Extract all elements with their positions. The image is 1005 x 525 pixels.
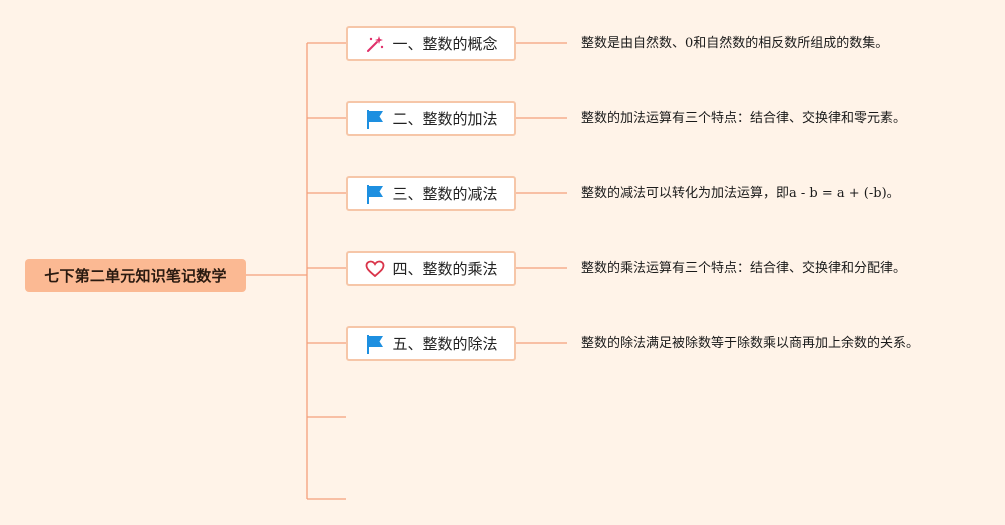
- heart-icon: [364, 258, 386, 280]
- branch-topic-3[interactable]: 三、整数的减法: [346, 176, 516, 211]
- blue-flag-icon: [364, 333, 386, 355]
- branch-note-3: 整数的减法可以转化为加法运算，即a - b = a + (-b)。: [581, 186, 900, 201]
- branch-topic-label: 四、整数的乘法: [392, 260, 498, 278]
- branch-topic-1[interactable]: 一、整数的概念: [346, 26, 516, 61]
- branch-topic-2[interactable]: 二、整数的加法: [346, 101, 516, 136]
- branch-topic-label: 三、整数的减法: [392, 185, 498, 203]
- blue-flag-icon: [364, 183, 386, 205]
- branch-note-2: 整数的加法运算有三个特点：结合律、交换律和零元素。: [581, 111, 907, 126]
- branch-note-5: 整数的除法满足被除数等于除数乘以商再加上余数的关系。: [581, 336, 920, 351]
- magic-wand-icon: [364, 33, 386, 55]
- blue-flag-icon: [364, 108, 386, 130]
- branch-note-4: 整数的乘法运算有三个特点：结合律、交换律和分配律。: [581, 261, 907, 276]
- root-topic[interactable]: 七下第二单元知识笔记数学: [25, 259, 246, 292]
- branch-topic-label: 五、整数的除法: [392, 335, 498, 353]
- branch-note-1: 整数是由自然数、0和自然数的相反数所组成的数集。: [581, 36, 889, 51]
- root-topic-label: 七下第二单元知识笔记数学: [44, 267, 227, 285]
- branch-topic-4[interactable]: 四、整数的乘法: [346, 251, 516, 286]
- branch-topic-5[interactable]: 五、整数的除法: [346, 326, 516, 361]
- branch-topic-label: 二、整数的加法: [392, 110, 498, 128]
- branch-topic-label: 一、整数的概念: [392, 35, 498, 53]
